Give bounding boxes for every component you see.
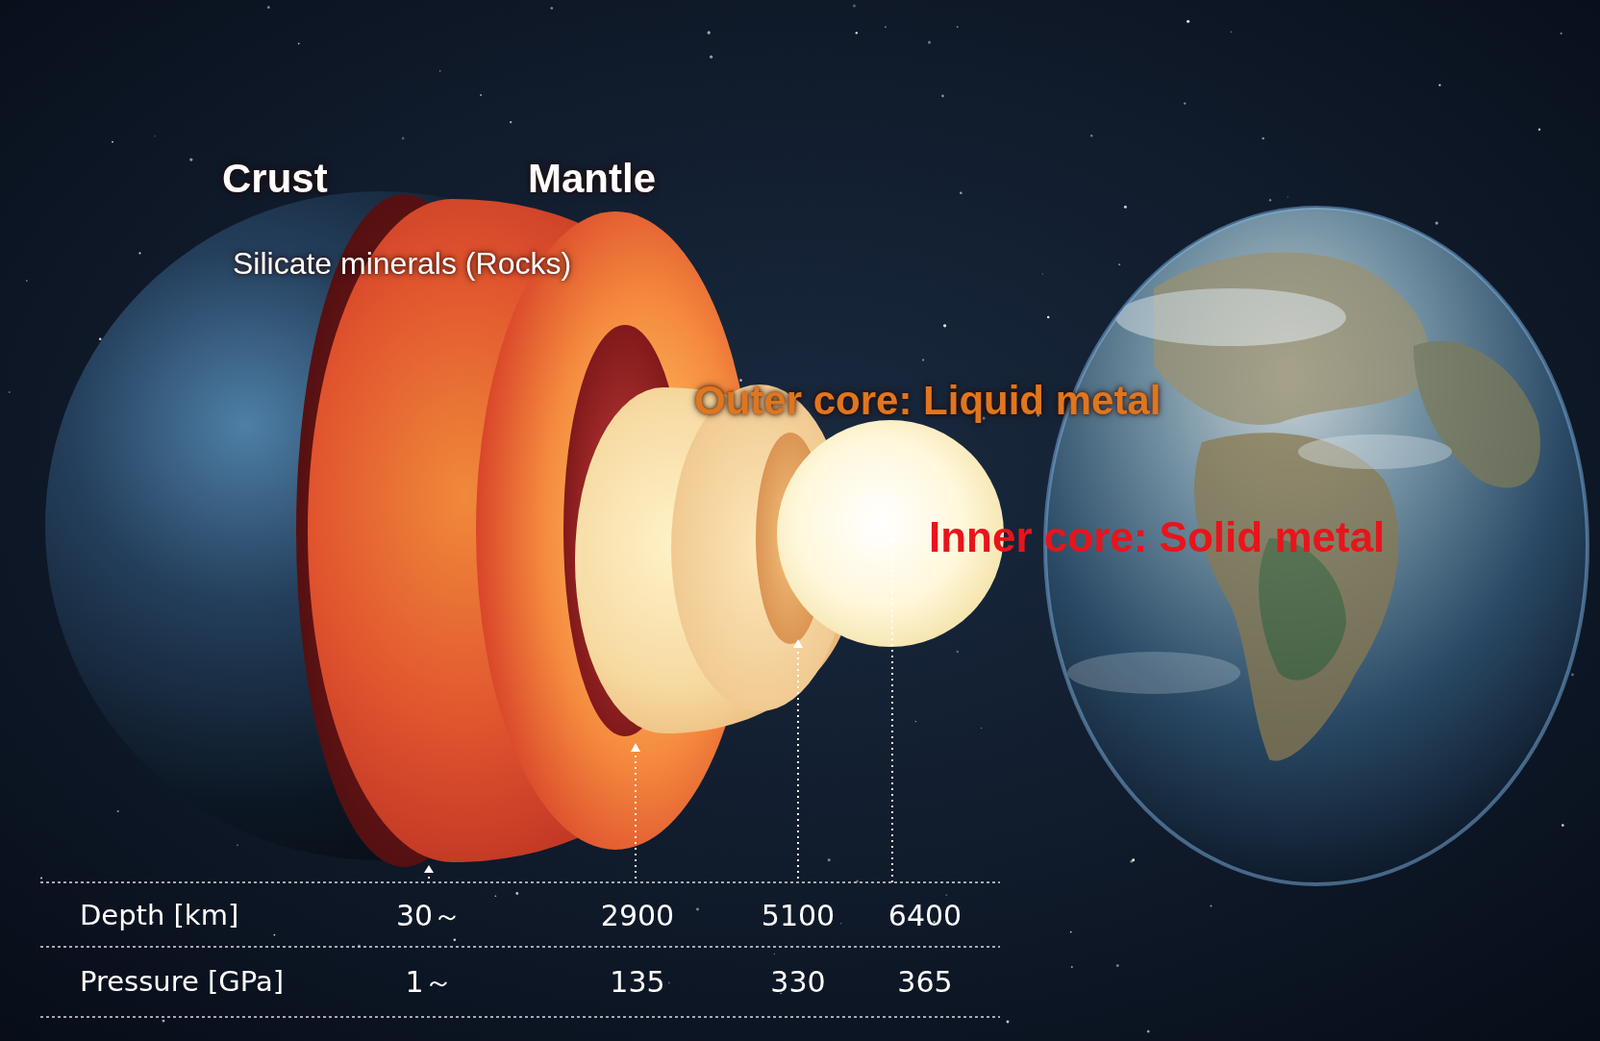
star [515,892,519,896]
star [945,894,948,897]
star [1571,674,1575,677]
layer-name: Inner core: Solid metal [928,513,1385,563]
star [915,721,917,723]
star [1118,263,1121,266]
table-cell: 5100 [761,900,835,934]
star [852,3,856,7]
table-cell: 1～ [404,966,452,1000]
star [884,25,887,28]
star [236,845,238,847]
star [1090,134,1093,137]
star [1210,905,1213,908]
star [1124,205,1127,209]
star [117,810,120,813]
star [1560,32,1563,35]
star [509,121,512,124]
table-cell: 30～ [396,900,462,934]
star [1006,1021,1010,1025]
star [1042,273,1044,275]
star [111,141,114,144]
star [1230,30,1232,32]
star [1070,931,1073,934]
composition-note: Silicate minerals (Rocks) [232,246,572,282]
star [943,324,947,327]
star [1262,137,1265,140]
star [956,25,959,28]
star [927,40,931,44]
star [453,939,457,943]
star [959,191,963,195]
table-cell: 135 [609,966,665,1000]
star [401,137,405,141]
star [189,157,193,161]
star [855,31,858,34]
star [1183,101,1186,104]
star [840,923,842,925]
star [40,877,43,880]
star [138,251,141,254]
layer-name: Crust [222,155,328,202]
star [956,650,959,653]
star [707,30,711,34]
star [162,1020,166,1024]
star [1131,858,1135,862]
star [1071,966,1074,969]
star [1435,221,1439,225]
star [1186,20,1190,24]
table-cell: 365 [897,966,952,1000]
star [1147,1030,1150,1034]
star [709,55,713,59]
star [696,907,700,911]
table-header: Depth [km] [79,900,239,932]
star [1116,964,1120,968]
table-rule [40,882,1000,1018]
star [479,94,482,97]
star [267,5,271,9]
star [1047,316,1050,320]
star [922,358,925,361]
star [495,896,498,899]
star [1287,196,1289,198]
star [25,279,28,282]
layer-name: Mantle [527,155,656,202]
table-header: Pressure [GPa] [79,966,284,999]
table-cell: 2900 [600,900,675,934]
star [274,934,276,937]
pointer-arrowhead [424,533,898,874]
star [99,338,102,342]
star [153,135,155,137]
star [774,953,775,955]
star [668,981,671,984]
star [941,94,945,98]
star [8,391,11,394]
star [1269,199,1272,201]
star [298,43,300,46]
star [827,858,831,862]
star [980,727,982,729]
star [550,6,553,9]
table-cell: 330 [770,966,825,1000]
star [1561,824,1565,827]
star [1538,127,1541,130]
star [439,70,441,72]
table-cell: 6400 [888,900,962,934]
depth-pointer [428,540,893,883]
layer-name: Outer core: Liquid metal [694,377,1161,425]
star [1438,83,1441,86]
